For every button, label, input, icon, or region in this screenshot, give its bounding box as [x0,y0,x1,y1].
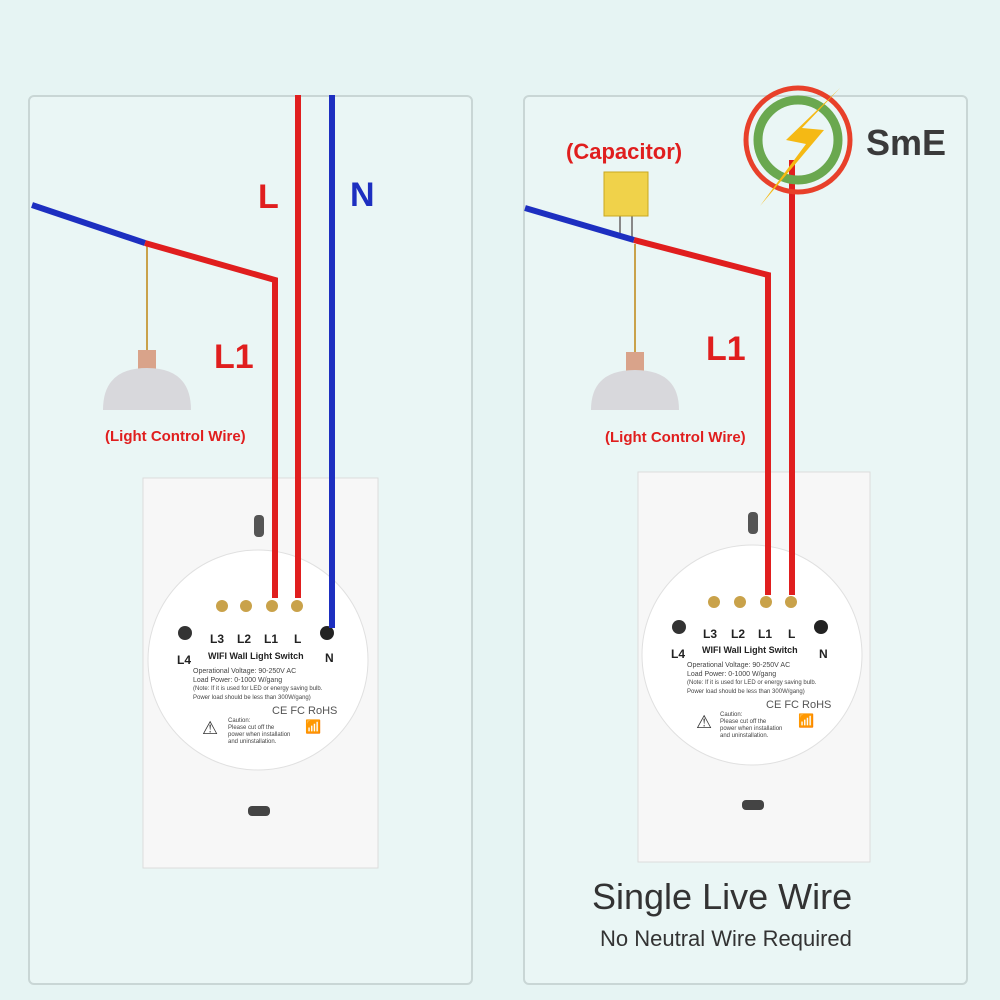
lamp-socket-left [138,350,156,370]
footer-left-faded [95,880,104,919]
capacitor-body [603,171,649,217]
screw-l4-left [178,626,192,640]
terminal-label-l4-right: L4 [671,647,686,661]
terminal-label-l-right: L [788,627,796,641]
warning-triangle-icon-left: ⚠ [202,718,219,738]
note2-left: Power load should be less than 300W/gang… [193,695,311,701]
spec-power-right: Load Power: 0-1000 W/gang [687,671,777,678]
warning-triangle-icon-right: ⚠ [696,712,713,732]
terminal-label-l-left: L [294,632,302,646]
load-wire-l1-right [633,237,771,595]
plate-slot-top-right [748,512,758,534]
note1-right: (Note: If it is used for LED or energy s… [687,680,817,686]
terminal-label-n-right: N [819,647,828,661]
neutral-wire-to-lamp-right [524,205,635,243]
note1-left: (Note: If it is used for LED or energy s… [193,686,323,692]
plate-slot-bottom-left [248,806,270,816]
terminal-label-l3-left: L3 [210,632,225,646]
terminal-label-n-left: N [325,651,334,665]
logo-ring-inner [753,95,843,185]
product-name-left: WIFI Wall Light Switch [208,651,304,661]
terminal-block-left [178,592,338,652]
lamp-socket-right [626,352,644,372]
screw-n-right [814,620,828,634]
label-neutral-left: N [350,176,375,214]
label-load-right: L1 [706,330,746,368]
wifi-icon-right: 📶 [798,713,815,728]
lamp-label-right: (Light Control Wire) [605,429,746,446]
screw-l4-right [672,620,686,634]
label-load-left: L1 [214,338,254,376]
footer-right-title: Single Live Wire [592,876,853,917]
terminal-label-l4-left: L4 [177,653,192,667]
marks-left: CE FC RoHS [272,705,338,717]
lamp-label-left: (Light Control Wire) [105,428,246,445]
load-wire-l1-left [144,240,278,598]
plate-slot-top-left [254,515,264,537]
terminal-block-right [672,585,832,645]
logo-ring-outer [743,85,853,195]
terminal-label-l3-right: L3 [703,627,718,641]
wifi-icon-left: 📶 [305,719,322,734]
spec-power-left: Load Power: 0-1000 W/gang [193,677,283,684]
terminal-label-l1-left: L1 [264,632,279,646]
note2-right: Power load should be less than 300W/gang… [687,689,805,695]
lamp-shade-left [103,368,191,410]
terminal-label-l2-right: L2 [731,627,746,641]
terminal-screws-right [708,596,797,608]
terminal-label-l1-right: L1 [758,627,773,641]
terminal-screws-left [216,600,303,612]
lamp-shade-right [591,370,679,410]
spec-voltage-right: Operational Voltage: 90-250V AC [687,662,791,669]
plate-slot-bottom-right [742,800,764,810]
spec-voltage-left: Operational Voltage: 90-250V AC [193,668,297,675]
logo-text: SmE [866,122,947,163]
capacitor-label: (Capacitor) [566,139,683,164]
marks-right: CE FC RoHS [766,699,832,711]
footer-right-subtitle: No Neutral Wire Required [600,926,852,951]
neutral-wire-to-lamp-left [31,202,146,246]
screw-n-left [320,626,334,640]
label-live-left: L [258,178,279,216]
terminal-label-l2-left: L2 [237,632,252,646]
product-name-right: WIFI Wall Light Switch [702,645,798,655]
